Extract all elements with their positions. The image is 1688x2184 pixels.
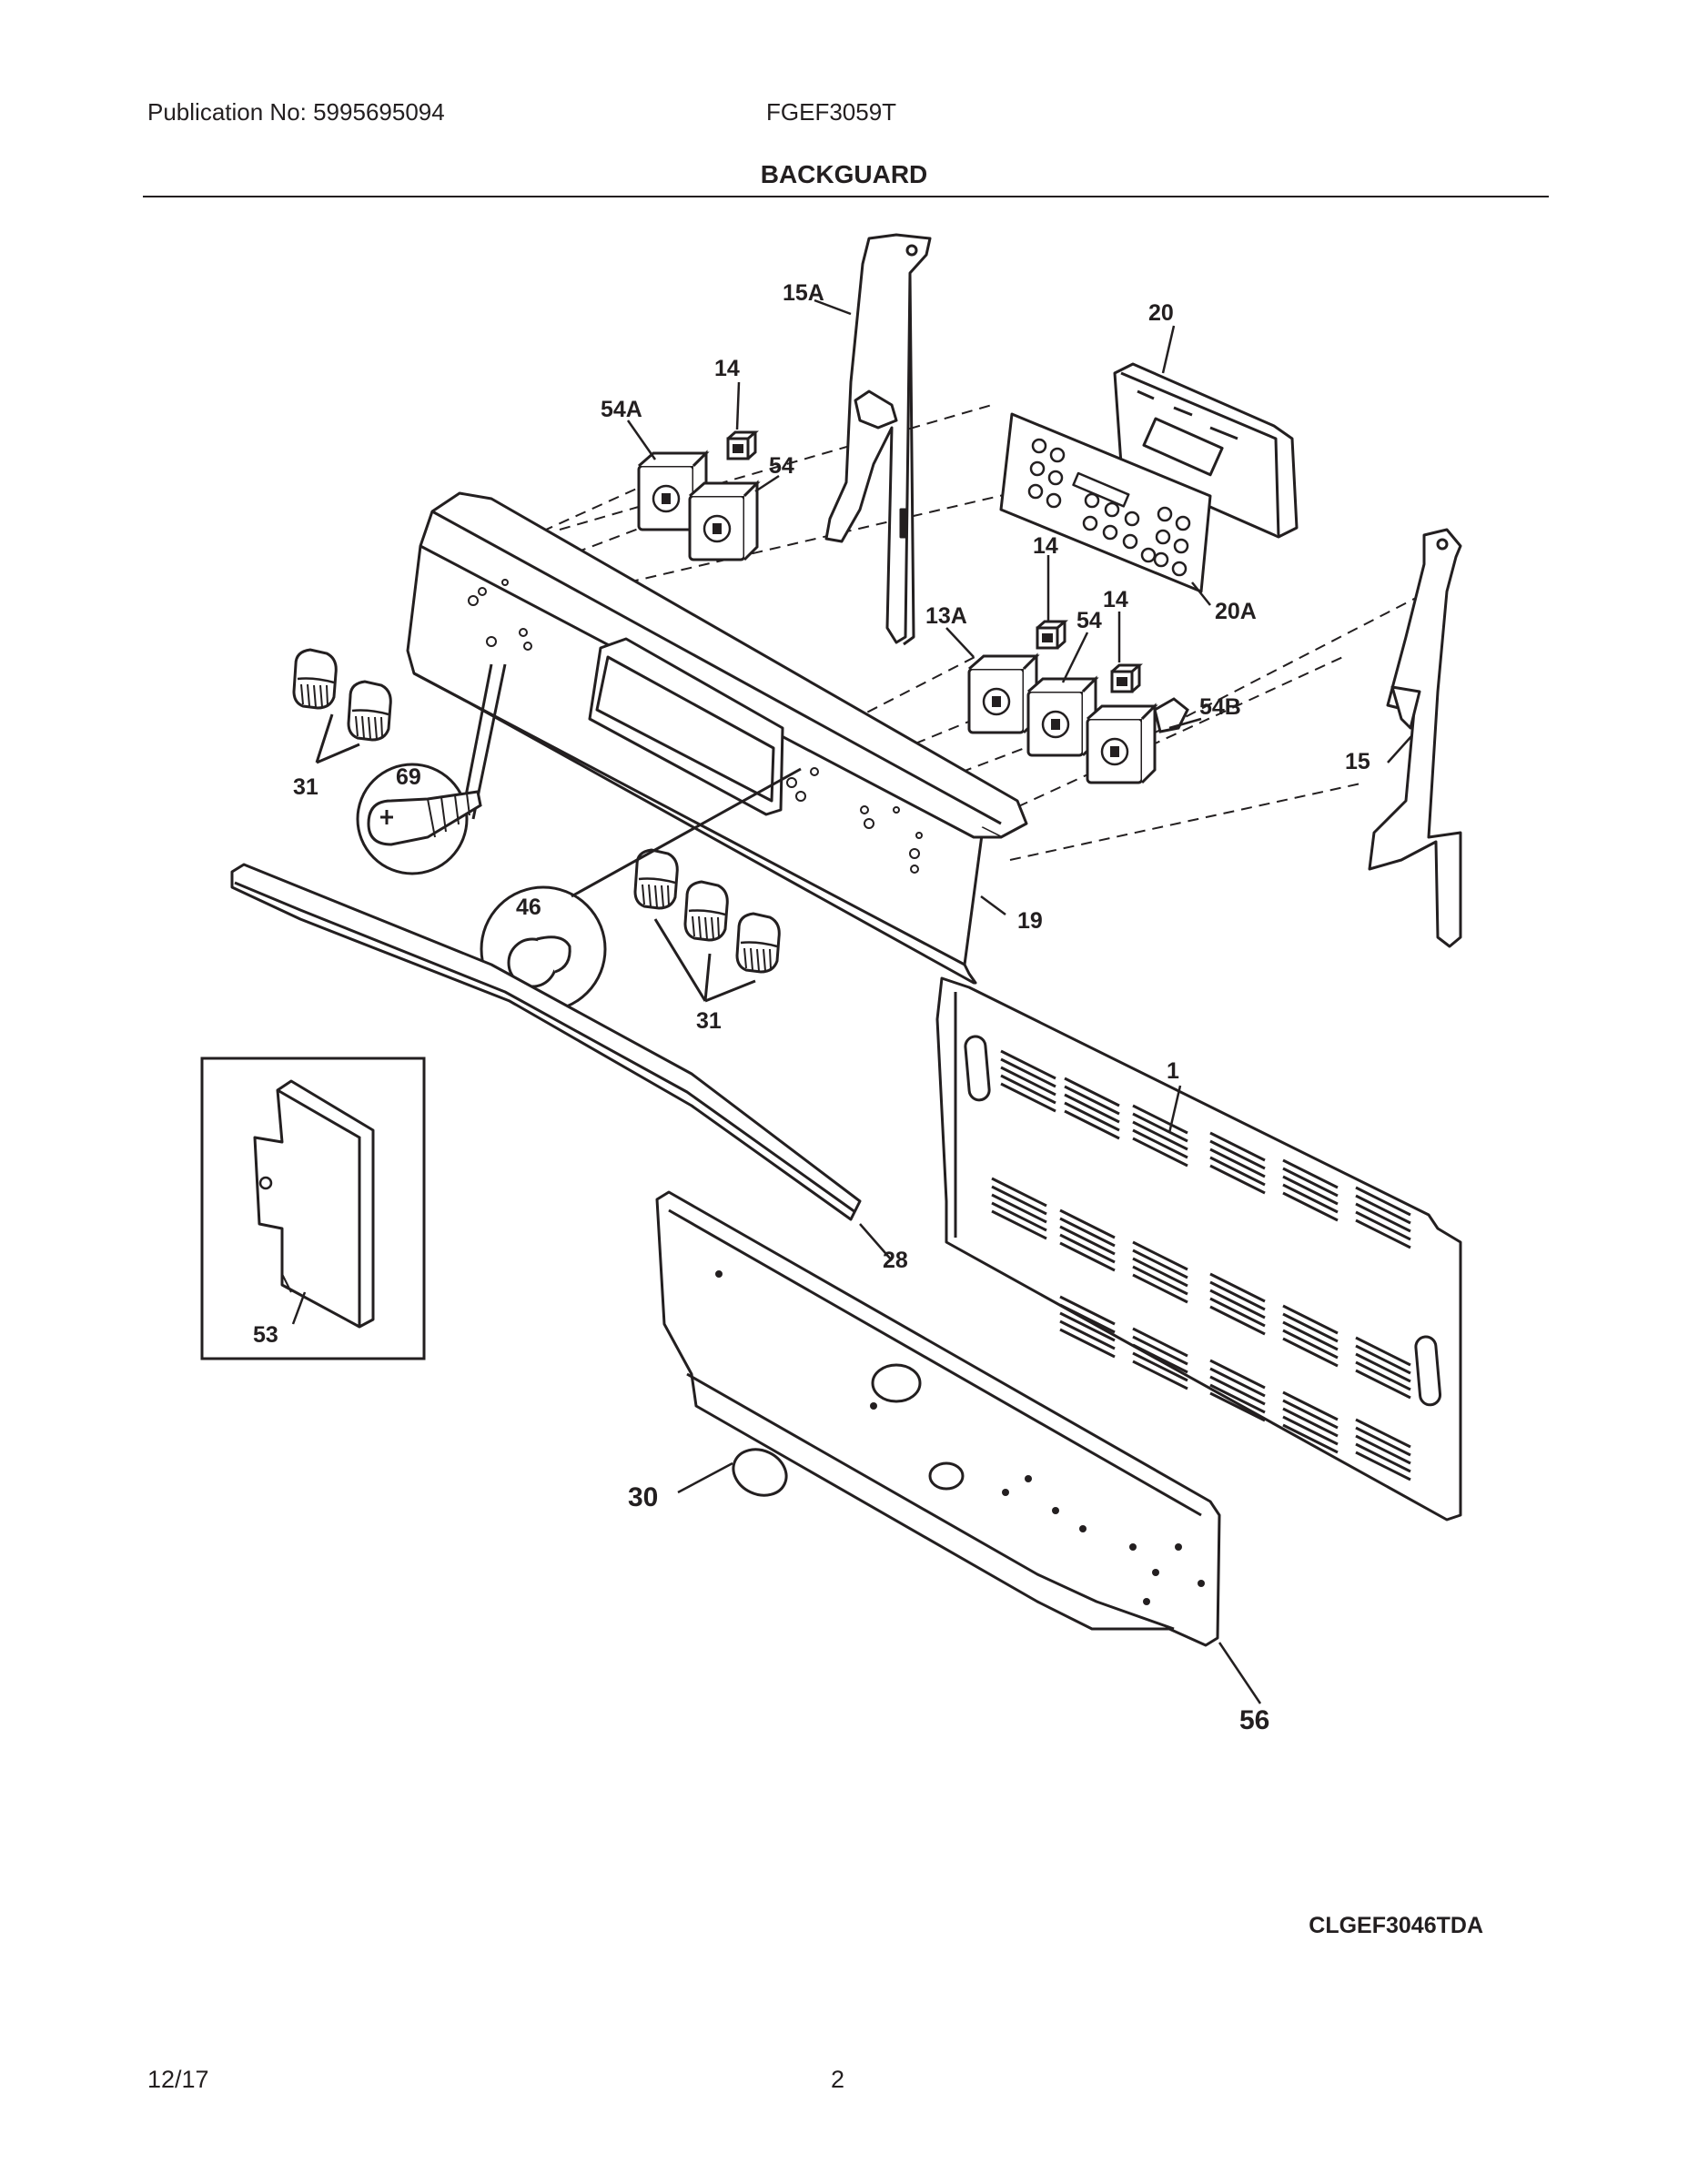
- callout-15a: 15A: [783, 280, 824, 306]
- callout-54a: 54A: [601, 397, 642, 422]
- knob-31-b: [347, 680, 392, 742]
- leader-31b: [653, 918, 756, 1003]
- publication-number: Publication No: 5995695094: [147, 98, 445, 126]
- callout-30: 30: [628, 1482, 658, 1512]
- callout-31-right: 31: [696, 1008, 722, 1034]
- rear-panel-1: [935, 976, 1462, 1522]
- callout-69: 69: [396, 764, 421, 790]
- trim-strip-28: [230, 863, 862, 1221]
- detail-46-plug: [480, 767, 802, 1013]
- relay-14-mid: [1036, 620, 1066, 650]
- plug-30: [732, 1448, 788, 1497]
- publication-date: 12/17: [147, 2066, 209, 2093]
- header-rule: [143, 196, 1549, 197]
- callout-56: 56: [1239, 1705, 1269, 1735]
- callout-14-right: 14: [1103, 587, 1128, 612]
- callout-14-top: 14: [714, 356, 740, 381]
- callout-19: 19: [1017, 908, 1043, 934]
- callout-53: 53: [253, 1322, 278, 1348]
- overlay-20a: [999, 412, 1212, 593]
- callout-46: 46: [516, 895, 541, 920]
- knob-31-e: [735, 912, 781, 974]
- model-number: FGEF3059T: [766, 98, 897, 126]
- switch-13a: [967, 654, 1038, 734]
- callout-54-mid: 54: [1076, 608, 1102, 633]
- callout-1: 1: [1167, 1058, 1179, 1084]
- lower-panel-56: [655, 1190, 1221, 1647]
- relay-14-top: [726, 430, 757, 460]
- callout-leaders: [291, 298, 1413, 1704]
- callout-15: 15: [1345, 749, 1370, 774]
- bracket-15: [1368, 528, 1462, 948]
- control-board-20: [1113, 362, 1299, 539]
- knob-31-a: [292, 648, 338, 710]
- callout-31-left: 31: [293, 774, 318, 800]
- bracket-15a: [824, 233, 932, 646]
- leader-31a: [315, 713, 360, 764]
- switch-54-mid: [1026, 677, 1097, 757]
- callout-54b: 54B: [1199, 694, 1241, 720]
- switch-54-top: [688, 481, 759, 561]
- control-panel-19: [406, 491, 1028, 985]
- callout-20a: 20A: [1215, 599, 1257, 624]
- callout-54-top: 54: [769, 453, 794, 479]
- page-number: 2: [831, 2066, 845, 2093]
- knob-31-d: [683, 880, 729, 942]
- callout-14-mid: 14: [1033, 533, 1058, 559]
- callout-28: 28: [883, 1248, 908, 1273]
- inset-53: [200, 1057, 426, 1360]
- diagram-code: CLGEF3046TDA: [1309, 1913, 1483, 1938]
- page-title: BACKGUARD: [760, 160, 928, 188]
- detail-69-screw: [356, 663, 507, 875]
- switch-54b: [1086, 697, 1189, 784]
- relay-14-right: [1110, 663, 1141, 693]
- callout-13a: 13A: [925, 603, 967, 629]
- callout-20: 20: [1148, 300, 1174, 326]
